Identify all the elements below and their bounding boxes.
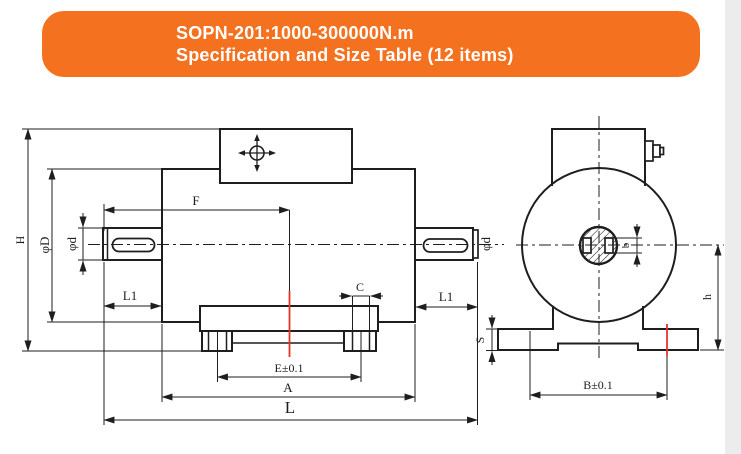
- dim-label-L1-left: L1: [123, 288, 137, 303]
- dim-label-L: L: [285, 398, 295, 417]
- connector-plug: [644, 140, 665, 162]
- dim-label-S: S: [473, 337, 487, 344]
- dimension-lines: [24, 128, 722, 424]
- dim-label-A: A: [283, 380, 293, 395]
- title-banner-text: SOPN-201:1000-300000N.m Specification an…: [42, 22, 514, 66]
- mounting-foot-right: [343, 330, 377, 352]
- terminal-box: [219, 128, 353, 184]
- page-edge-strip: [725, 0, 741, 454]
- centerlines: [88, 116, 724, 360]
- keyway-right: [422, 238, 469, 253]
- dimension-labels: H φD φd φd F L1 L1 C E±0.1 A L b S B±0.1…: [13, 193, 714, 417]
- dim-label-b: b: [620, 242, 632, 248]
- dim-label-F: F: [192, 193, 199, 208]
- banner-line2: Specification and Size Table (12 items): [176, 45, 514, 65]
- dim-label-phiD: φD: [37, 237, 52, 254]
- dim-label-C: C: [356, 280, 364, 294]
- dim-label-L1-right: L1: [439, 289, 453, 304]
- dim-label-H: H: [13, 235, 27, 244]
- dim-label-h: h: [700, 294, 714, 300]
- dim-label-E: E±0.1: [275, 361, 304, 375]
- crosshair-icon: [238, 134, 276, 172]
- base-front: [497, 306, 699, 351]
- highlight-lines: [288, 291, 668, 357]
- extension-lines: [22, 128, 724, 425]
- banner-line1: SOPN-201:1000-300000N.m: [176, 23, 414, 43]
- dim-label-phid-right: φd: [478, 237, 493, 252]
- dim-label-phid-left: φd: [64, 237, 79, 252]
- side-view: [102, 128, 479, 352]
- dim-label-B: B±0.1: [583, 378, 613, 392]
- front-view: [497, 128, 699, 351]
- sensor-body: [161, 168, 416, 323]
- shaft-right: [414, 227, 479, 261]
- title-banner: SOPN-201:1000-300000N.m Specification an…: [42, 11, 700, 77]
